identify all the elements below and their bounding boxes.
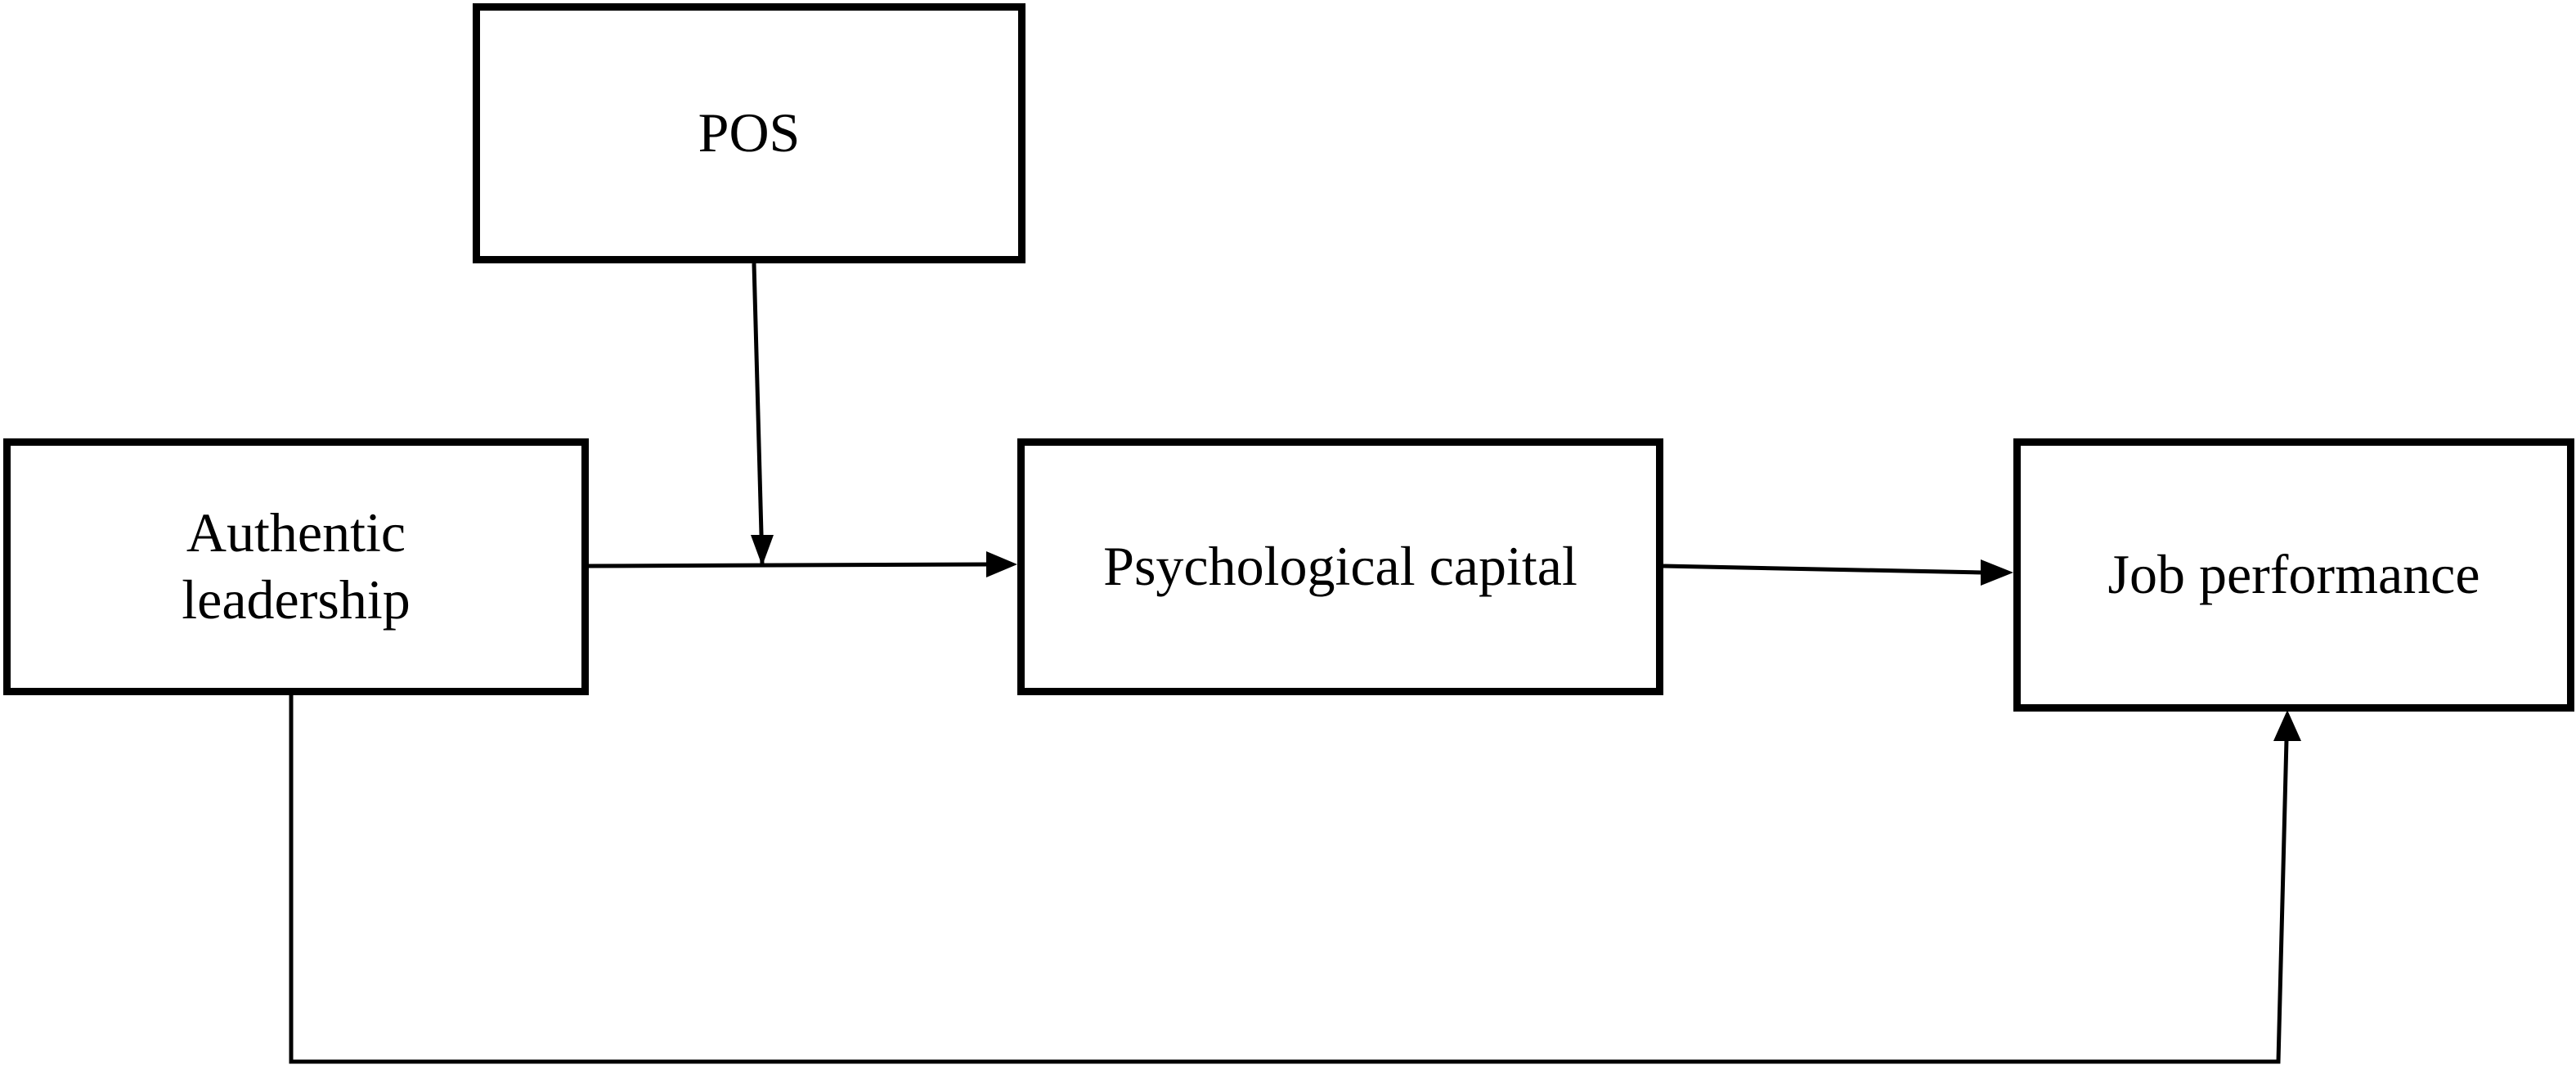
node-psychological-capital: Psychological capital	[1017, 438, 1663, 695]
pos-moderation-arrow	[752, 263, 765, 565]
al-to-jp-arrowhead	[2273, 710, 2301, 741]
al-to-pc-arrow	[588, 562, 990, 568]
node-authentic-leadership: Authentic leadership	[3, 438, 589, 695]
pc-to-jp-arrow	[1663, 564, 1983, 575]
pc-to-jp-arrowhead	[1981, 559, 2013, 586]
node-job-performance-label: Job performance	[2107, 543, 2480, 606]
node-pos-label: POS	[698, 101, 801, 164]
pos-moderation-arrowhead	[751, 535, 774, 566]
node-authentic-leadership-label: Authentic leadership	[182, 501, 411, 631]
node-pos: POS	[473, 3, 1025, 263]
node-psychological-capital-label: Psychological capital	[1103, 535, 1577, 598]
node-job-performance: Job performance	[2013, 438, 2574, 712]
al-to-jp-direct-path	[289, 695, 2289, 1064]
al-to-pc-arrowhead	[986, 551, 1017, 577]
